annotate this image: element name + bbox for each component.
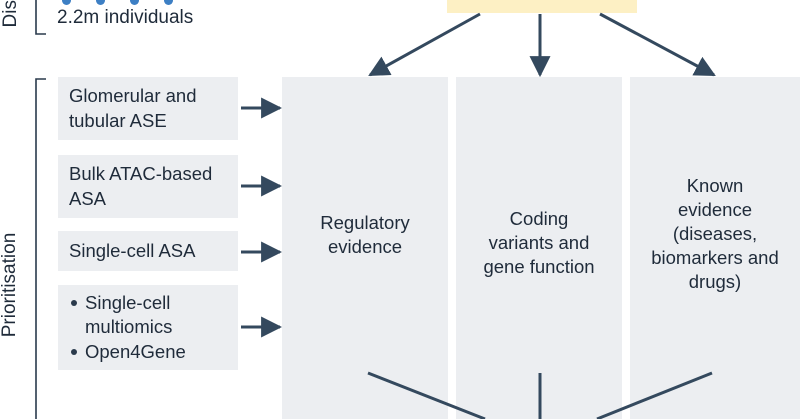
arrow-to-known: [599, 12, 716, 77]
input-line: ASA: [69, 187, 107, 209]
person-icon: [164, 0, 173, 5]
known-evidence-column: Known evidence (diseases, biomarkers and…: [630, 77, 800, 419]
converge-line-left: [367, 371, 486, 419]
input-line: tubular ASE: [69, 109, 167, 131]
person-icon: [62, 0, 71, 5]
person-icons: [60, 0, 180, 8]
input-line: Bulk ATAC-based: [69, 163, 213, 185]
input-line: Single-cell ASA: [69, 239, 196, 261]
column-line: variants and: [488, 231, 590, 253]
column-line: (diseases,: [672, 222, 758, 244]
list-item: Single-cell multiomics: [69, 291, 186, 339]
multiomics-list: Single-cell multiomics Open4Gene: [69, 291, 186, 363]
list-item: Open4Gene: [69, 340, 186, 364]
column-line: Coding: [509, 207, 569, 229]
fine-mapping-box: [447, 0, 637, 13]
input-line: Glomerular and: [69, 85, 197, 107]
column-line: evidence: [327, 236, 403, 257]
regulatory-evidence-column: Regulatory evidence: [282, 77, 448, 419]
converge-line-right: [596, 371, 713, 419]
arrow-to-regulatory: [368, 12, 481, 77]
single-cell-asa-box: Single-cell ASA: [58, 231, 238, 271]
column-line: gene function: [483, 256, 595, 278]
discovery-bracket: [35, 0, 46, 35]
column-line: Regulatory: [320, 211, 410, 233]
list-item-line: multiomics: [85, 316, 173, 338]
person-icon: [96, 0, 105, 5]
multiomics-open4gene-box: Single-cell multiomics Open4Gene: [58, 285, 238, 370]
bulk-atac-asa-box: Bulk ATAC-based ASA: [58, 155, 238, 218]
column-line: Known: [686, 174, 744, 196]
person-icon: [130, 0, 139, 5]
prioritisation-bracket: [35, 78, 46, 419]
column-line: biomarkers and: [651, 247, 779, 269]
list-item-line: Open4Gene: [85, 340, 186, 362]
coding-variants-column: Coding variants and gene function: [456, 77, 622, 419]
list-item-line: Single-cell: [85, 292, 171, 314]
column-line: evidence: [677, 198, 753, 220]
individuals-label: 2.2m individuals: [57, 7, 194, 28]
column-line: drugs): [688, 271, 742, 293]
glomerular-tubular-ase-box: Glomerular and tubular ASE: [58, 77, 238, 140]
